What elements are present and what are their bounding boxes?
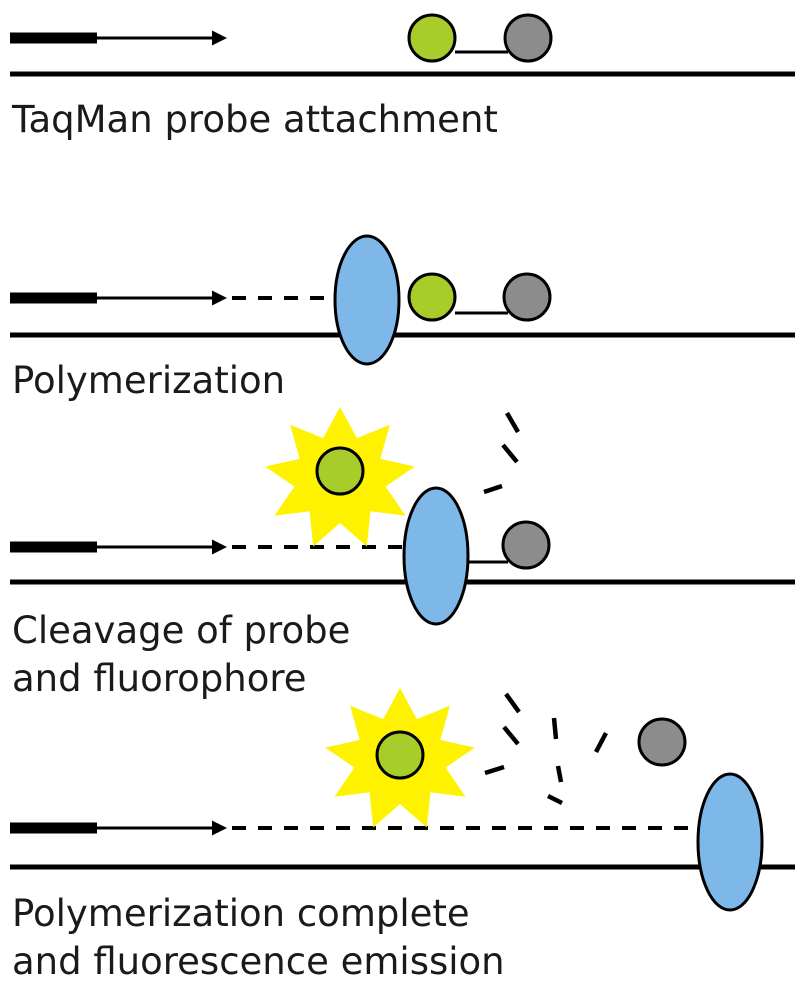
step-caption: TaqMan probe attachment (11, 98, 498, 141)
fluorophore (407, 272, 457, 322)
quencher (501, 520, 551, 570)
fluorophore (375, 730, 425, 780)
polymerase (333, 234, 401, 366)
polymerase (696, 772, 764, 912)
probe-fragment (551, 717, 559, 740)
quencher (503, 13, 553, 63)
probe-fragment (505, 411, 520, 434)
probe-fragment (484, 764, 505, 776)
probe-fragment (594, 731, 608, 754)
step-caption: Polymerization complete and fluorescence… (12, 892, 505, 983)
probe-fragment (546, 793, 564, 806)
fluorophore (407, 13, 457, 63)
quencher (502, 272, 552, 322)
probe-fragment (502, 725, 520, 746)
step-2: Polymerization (10, 234, 795, 402)
step-caption: Polymerization (12, 359, 285, 402)
probe-fragment (504, 692, 521, 714)
probe-fragment (501, 443, 519, 464)
step-3: Cleavage of probe and fluorophore (10, 407, 795, 700)
step-4: Polymerization complete and fluorescence… (10, 688, 795, 983)
polymerase (402, 486, 470, 626)
probe-fragment (555, 765, 564, 783)
step-1: TaqMan probe attachment (10, 13, 795, 141)
fluorophore (315, 446, 365, 496)
probe-fragment (483, 483, 503, 495)
step-caption: Cleavage of probe and fluorophore (12, 609, 362, 700)
quencher (637, 717, 687, 767)
